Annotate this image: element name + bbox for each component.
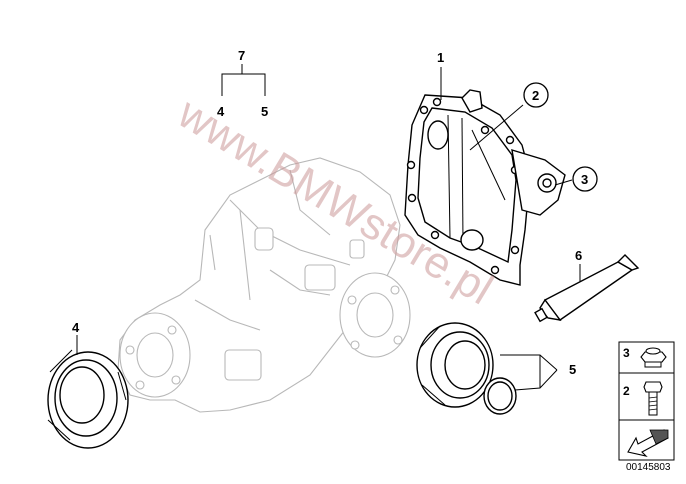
document-number: 00145803 [626, 462, 671, 473]
legend-label-2: 2 [623, 384, 630, 398]
arrow-icon [627, 429, 669, 457]
leader-lines [76, 64, 581, 391]
callout-2: 2 [532, 88, 539, 103]
callout-circle-2 [523, 82, 549, 108]
shaft-seal-left [47, 349, 129, 449]
rear-cover [404, 89, 566, 286]
shaft-seal-right [416, 322, 494, 408]
callout-1: 1 [437, 50, 444, 65]
callout-3: 3 [581, 172, 588, 187]
differential-housing [117, 157, 411, 413]
o-ring [483, 377, 517, 415]
callout-circle-3 [572, 166, 598, 192]
bolt-icon [643, 381, 663, 416]
callout-6: 6 [575, 248, 582, 263]
callout-4-top: 4 [217, 104, 225, 119]
callout-5-right: 5 [569, 362, 576, 377]
callout-4-left: 4 [72, 320, 80, 335]
callout-5-top: 5 [261, 104, 268, 119]
legend-label-3: 3 [623, 346, 630, 360]
callout-7: 7 [238, 48, 245, 63]
legend-panel: 3 2 [618, 341, 675, 461]
screw-plug-icon [640, 347, 667, 368]
sealant-tube [534, 254, 640, 323]
